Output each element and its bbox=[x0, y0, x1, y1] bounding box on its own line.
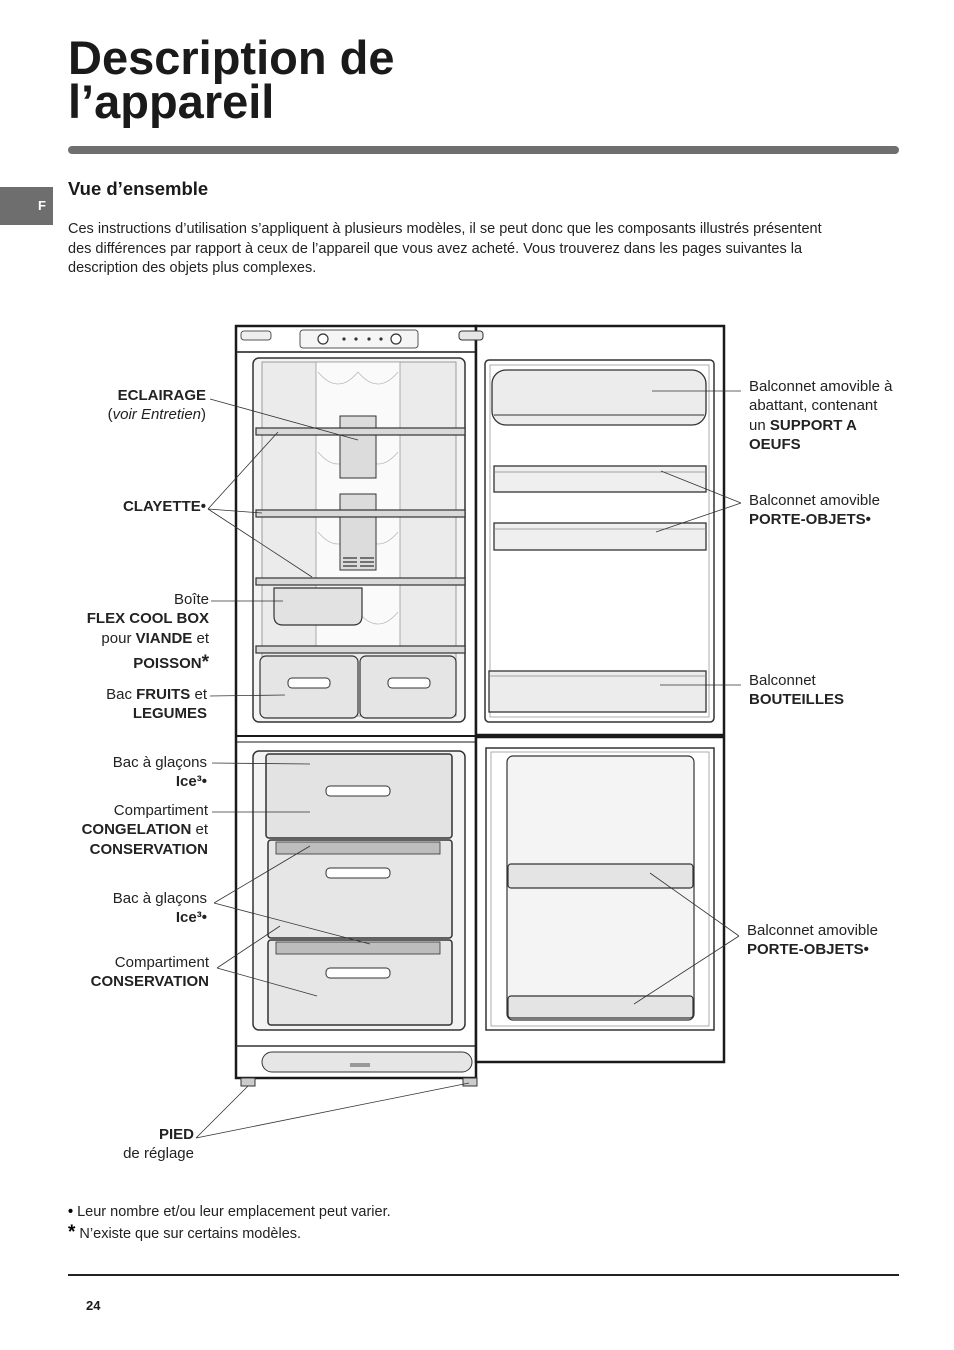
label-line: Bac à glaçons bbox=[112, 890, 207, 907]
label-segment: FRUITS bbox=[136, 686, 191, 703]
door-shelf bbox=[493, 522, 707, 551]
freezer-door bbox=[474, 735, 726, 1064]
freezer-door-shelf bbox=[507, 863, 694, 889]
label-line: PIED bbox=[158, 1126, 194, 1143]
label-line: CONSERVATION bbox=[89, 840, 208, 858]
label-line: Balconnet amovible à bbox=[749, 378, 893, 395]
fridge-door bbox=[458, 324, 726, 737]
label-line: CONGELATION et bbox=[82, 820, 208, 839]
footnote: • Leur nombre et/ou leur emplacement peu… bbox=[68, 1203, 391, 1223]
label-bottle-shelf: Balconnet BOUTEILLES bbox=[749, 671, 844, 710]
label-line: Ice³• bbox=[175, 773, 207, 791]
label-segment: POISSON bbox=[133, 654, 202, 672]
label-line: BOUTEILLES bbox=[749, 691, 845, 709]
label-line: abattant, contenant bbox=[749, 397, 878, 415]
label-ice-tray-2: Bac à glaçons Ice³• bbox=[113, 889, 207, 928]
footnote-text: N’existe que sur certains modèles. bbox=[75, 1225, 302, 1242]
label-shelf: CLAYETTE• bbox=[123, 497, 206, 516]
label-ice-tray-1: Bac à glaçons Ice³• bbox=[113, 753, 207, 792]
egg-shelf bbox=[491, 369, 707, 426]
label-line: Balconnet amovible bbox=[747, 922, 878, 939]
paren-close: ) bbox=[201, 406, 206, 424]
leader-lines bbox=[195, 390, 742, 1139]
label-storage-compartment: Compartiment CONSERVATION bbox=[91, 953, 209, 992]
label-line: Boîte bbox=[173, 591, 209, 608]
label-line: CONSERVATION bbox=[90, 973, 209, 991]
label-line: Ice³• bbox=[175, 909, 207, 927]
label-line: un SUPPORT A bbox=[749, 416, 892, 435]
label-door-shelf: Balconnet amovible PORTE-OBJETS• bbox=[749, 491, 880, 530]
label-segment: Bac bbox=[106, 686, 137, 703]
label-freezer-door-shelf: Balconnet amovible PORTE-OBJETS• bbox=[747, 921, 878, 960]
label-line: Compartiment bbox=[113, 802, 208, 819]
label-segment: pour bbox=[101, 629, 136, 647]
label-lighting-note: (voir Entretien) bbox=[108, 405, 206, 424]
plinth bbox=[236, 1045, 478, 1087]
label-segment: SUPPORT A bbox=[769, 416, 857, 434]
page-title: Description de l’appareil bbox=[68, 31, 395, 128]
fridge-compartment bbox=[252, 357, 466, 723]
label-line: Bac à glaçons bbox=[112, 754, 207, 771]
bullet-mark: • bbox=[68, 1204, 74, 1220]
bottle-shelf bbox=[488, 670, 707, 713]
label-line: Bac FRUITS et bbox=[106, 685, 207, 704]
title-divider bbox=[68, 146, 899, 154]
label-line: Compartiment bbox=[114, 954, 209, 971]
asterisk-mark: * bbox=[201, 651, 209, 673]
intro-line: Ces instructions d’utilisation s’appliqu… bbox=[68, 221, 822, 237]
label-line: LEGUMES bbox=[132, 705, 207, 723]
label-adjustable-foot: PIED de réglage bbox=[123, 1125, 194, 1164]
label-segment: et bbox=[192, 629, 209, 647]
label-segment: et bbox=[191, 821, 208, 839]
section-heading: Vue d’ensemble bbox=[68, 178, 209, 199]
label-line: pour VIANDE et bbox=[87, 629, 209, 648]
label-segment: et bbox=[190, 686, 207, 703]
freezer-door-shelf bbox=[507, 995, 694, 1019]
crisper-drawers bbox=[259, 655, 457, 719]
footnote: * N’existe que sur certains modèles. bbox=[68, 1223, 391, 1245]
freezer-compartment bbox=[252, 750, 466, 1031]
footnote-text: Leur nombre et/ou leur emplacement peut … bbox=[73, 1204, 391, 1220]
label-segment: un bbox=[749, 416, 770, 434]
page-title-line-2: l’appareil bbox=[68, 75, 275, 128]
label-egg-shelf: Balconnet amovible à abattant, contenant… bbox=[749, 377, 892, 454]
label-segment: VIANDE bbox=[135, 629, 193, 647]
paren-open: ( bbox=[107, 406, 113, 424]
intro-line: description des objets plus complexes. bbox=[68, 260, 317, 276]
label-line: de réglage bbox=[123, 1145, 194, 1163]
label-line: OEUFS bbox=[749, 435, 801, 453]
label-crisper: Bac FRUITS et LEGUMES bbox=[106, 685, 207, 724]
intro-paragraph: Ces instructions d’utilisation s’appliqu… bbox=[68, 220, 822, 279]
label-flex-cool-box: Boîte FLEX COOL BOX pour VIANDE et POISS… bbox=[87, 590, 209, 673]
label-line: PORTE-OBJETS• bbox=[747, 941, 869, 959]
adjustable-foot bbox=[240, 1077, 256, 1087]
page-number: 24 bbox=[86, 1298, 101, 1313]
door-shelf bbox=[493, 465, 707, 493]
glass-shelves bbox=[255, 427, 466, 654]
label-lighting: ECLAIRAGE (voir Entretien) bbox=[108, 386, 206, 425]
intro-line: des différences par rapport à ceux de l’… bbox=[68, 240, 803, 257]
page-title-line-1: Description de bbox=[68, 31, 395, 84]
label-line: PORTE-OBJETS• bbox=[749, 511, 871, 529]
label-line: FLEX COOL BOX bbox=[86, 610, 209, 628]
label-segment: CONGELATION bbox=[81, 821, 192, 839]
asterisk-mark: * bbox=[68, 1221, 76, 1243]
compartment-separator bbox=[236, 735, 476, 743]
see-maintenance-ref: voir Entretien bbox=[112, 406, 201, 424]
footer-divider bbox=[68, 1274, 899, 1276]
label-lighting-title: ECLAIRAGE bbox=[117, 387, 206, 404]
flex-cool-box bbox=[273, 587, 363, 626]
label-freezer-compartment: Compartiment CONGELATION et CONSERVATION bbox=[82, 801, 208, 859]
adjustable-foot bbox=[462, 1077, 478, 1087]
label-line: Balconnet amovible bbox=[749, 492, 880, 509]
label-shelf-title: CLAYETTE• bbox=[122, 498, 206, 515]
label-line: Balconnet bbox=[749, 672, 816, 689]
footnotes: • Leur nombre et/ou leur emplacement peu… bbox=[68, 1203, 391, 1244]
language-tab: F bbox=[0, 187, 53, 225]
label-line: POISSON* bbox=[87, 653, 209, 673]
